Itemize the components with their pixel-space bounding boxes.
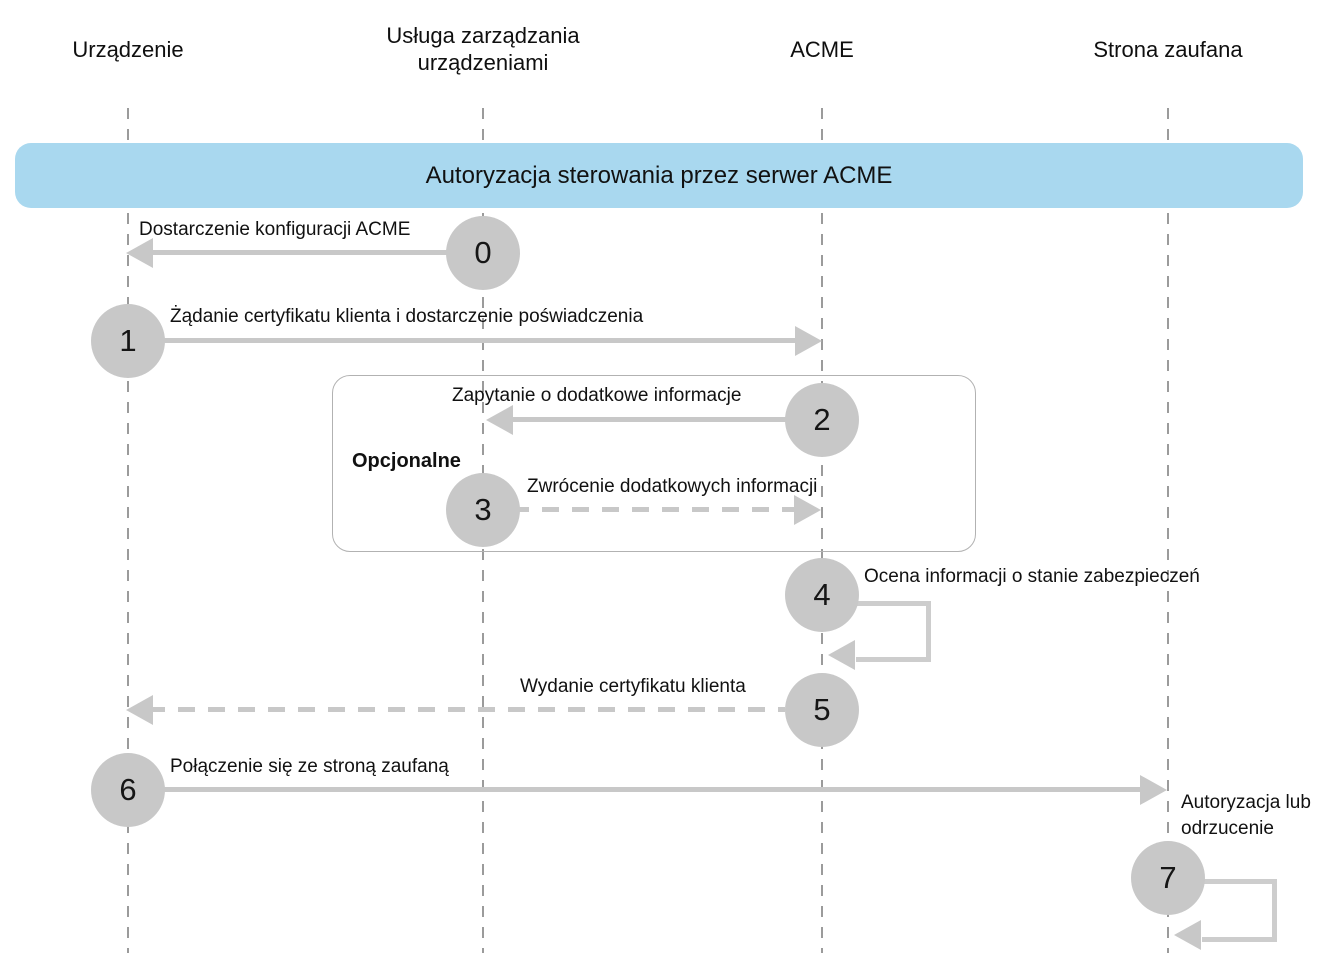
message-6-arrow	[140, 787, 1143, 792]
actor-acme: ACME	[790, 37, 854, 62]
step-7-circle: 7	[1131, 841, 1205, 915]
optional-group-label: Opcjonalne	[352, 450, 461, 472]
message-0-arrow	[150, 250, 483, 255]
optional-group-box	[332, 375, 976, 552]
step-4-circle: 4	[785, 558, 859, 632]
banner-title: Autoryzacja sterowania przez serwer ACME	[15, 143, 1303, 208]
step-0-circle: 0	[446, 216, 520, 290]
message-3-arrowhead-icon	[794, 495, 821, 525]
message-2-arrowhead-icon	[486, 405, 513, 435]
step-3-circle: 3	[446, 473, 520, 547]
message-5-label: Wydanie certyfikatu klienta	[520, 676, 746, 697]
message-4-self-loop	[856, 601, 931, 662]
message-5-arrow	[148, 707, 785, 712]
actor-device: Urządzenie	[72, 37, 184, 62]
step-7-number: 7	[1159, 860, 1177, 895]
message-0-label: Dostarczenie konfiguracji ACME	[139, 219, 411, 240]
actor-mdm-service: Usługa zarządzania urządzeniami	[386, 23, 580, 75]
step-1-number: 1	[119, 323, 137, 358]
lifeline-acme	[821, 108, 823, 953]
message-4-label: Ocena informacji o stanie zabezpieczeń	[864, 566, 1200, 587]
step-6-circle: 6	[91, 753, 165, 827]
step-2-circle: 2	[785, 383, 859, 457]
step-5-number: 5	[813, 692, 831, 727]
message-0-arrowhead-icon	[126, 238, 153, 268]
actor-trusted-party: Strona zaufana	[1093, 37, 1243, 62]
step-4-number: 4	[813, 577, 831, 612]
message-2-label: Zapytanie o dodatkowe informacje	[452, 385, 742, 406]
message-3-label: Zwrócenie dodatkowych informacji	[527, 476, 818, 497]
message-6-arrowhead-icon	[1140, 775, 1167, 805]
step-3-number: 3	[474, 492, 492, 527]
step-1-circle: 1	[91, 304, 165, 378]
message-1-arrow	[140, 338, 798, 343]
lifeline-trusted-party	[1167, 108, 1169, 953]
step-0-number: 0	[474, 235, 492, 270]
message-7-label: Autoryzacja lub odrzucenie	[1181, 792, 1311, 839]
message-4-arrowhead-icon	[828, 640, 855, 670]
message-1-label: Żądanie certyfikatu klienta i dostarczen…	[170, 306, 644, 327]
message-1-arrowhead-icon	[795, 326, 822, 356]
lifeline-device	[127, 108, 129, 953]
step-2-number: 2	[813, 402, 831, 437]
step-6-number: 6	[119, 772, 137, 807]
message-7-arrowhead-icon	[1174, 920, 1201, 950]
message-2-arrow	[505, 417, 822, 422]
message-7-self-loop	[1202, 879, 1277, 942]
message-6-label: Połączenie się ze stroną zaufaną	[170, 756, 449, 777]
step-5-circle: 5	[785, 673, 859, 747]
message-3-arrow	[512, 507, 794, 512]
message-5-arrowhead-icon	[126, 695, 153, 725]
